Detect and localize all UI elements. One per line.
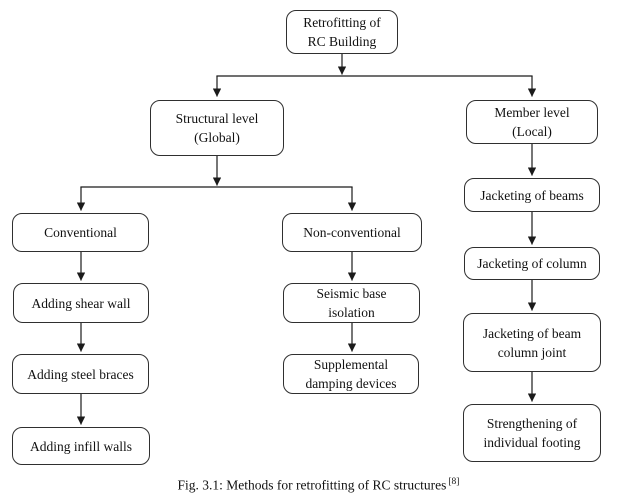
- node-structural-level-global: Structural level (Global): [150, 100, 284, 156]
- node-adding-steel-braces: Adding steel braces: [12, 354, 149, 394]
- node-conventional: Conventional: [12, 213, 149, 252]
- figure-caption-reference: [8]: [448, 477, 460, 487]
- node-seismic-base-isolation: Seismic base isolation: [283, 283, 420, 323]
- node-jacketing-of-beams: Jacketing of beams: [464, 178, 600, 212]
- figure-caption-text: Fig. 3.1: Methods for retrofitting of RC…: [177, 477, 447, 493]
- node-retrofitting-rc-building: Retrofitting of RC Building: [286, 10, 398, 54]
- node-supplemental-damping-devices: Supplemental damping devices: [283, 354, 419, 394]
- node-non-conventional: Non-conventional: [282, 213, 422, 252]
- node-adding-shear-wall: Adding shear wall: [13, 283, 149, 323]
- node-jacketing-of-column: Jacketing of column: [464, 247, 600, 280]
- figure-caption: Fig. 3.1: Methods for retrofitting of RC…: [0, 474, 637, 494]
- node-adding-infill-walls: Adding infill walls: [12, 427, 150, 465]
- node-member-level-local: Member level (Local): [466, 100, 598, 144]
- node-jacketing-of-beam-column-joint: Jacketing of beam column joint: [463, 313, 601, 372]
- node-strengthening-of-individual-footing: Strengthening of individual footing: [463, 404, 601, 462]
